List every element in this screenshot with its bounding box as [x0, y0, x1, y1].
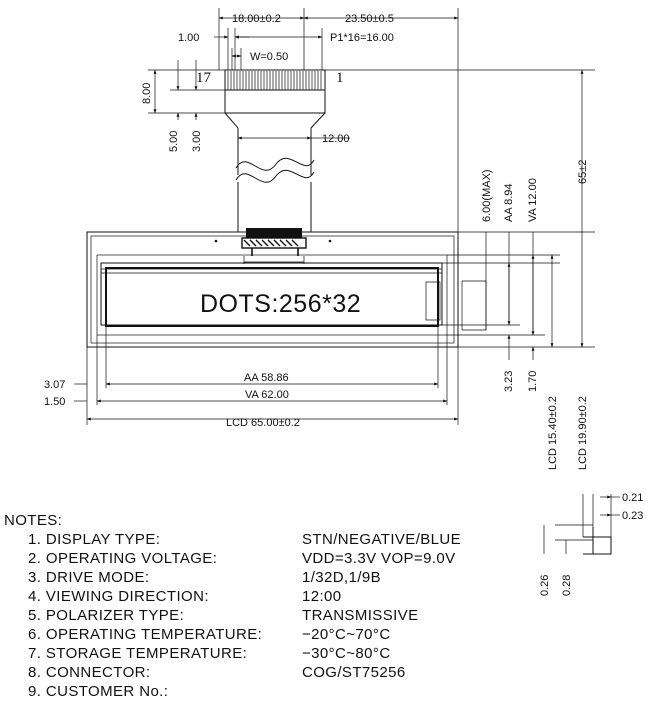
- note-label: 8. CONNECTOR:: [28, 664, 150, 681]
- dim-left-margin: 1.00: [178, 32, 199, 44]
- dim-dot-026: 0.26: [539, 575, 551, 596]
- note-value: 12:00: [302, 588, 342, 605]
- dim-lcd-width: LCD 65.00±0.2: [226, 417, 300, 429]
- dim-aa-width: AA 58.86: [244, 372, 289, 384]
- dim-bottom-170: 1.70: [527, 371, 539, 392]
- right-dimensions: 65±2 6.00(MAX) AA 8.94 VA 12.00 3.23 1.7…: [311, 69, 595, 470]
- notes-title: NOTES:: [4, 512, 62, 529]
- dim-thickness: 6.00(MAX): [481, 169, 493, 222]
- note-label: 9. CUSTOMER No.:: [28, 683, 168, 700]
- dim-lcd-total: LCD 19.90±0.2: [577, 396, 589, 470]
- dim-top-width: 18.00±0.2: [232, 13, 281, 25]
- display-label: DOTS:256*32: [200, 290, 361, 318]
- pin-label-1: 1: [336, 70, 344, 86]
- pin-label-17: 17: [196, 70, 212, 86]
- note-value: STN/NEGATIVE/BLUE: [302, 531, 461, 548]
- dim-bottom-323: 3.23: [503, 371, 515, 392]
- dim-va-height: VA 12.00: [527, 178, 539, 222]
- dim-edge-150: 1.50: [44, 396, 65, 408]
- dim-pin-width: W=0.50: [250, 51, 288, 63]
- dim-dot-028: 0.28: [561, 575, 573, 596]
- dim-edge-307: 3.07: [44, 379, 65, 391]
- dim-fpc-width: 12.00: [322, 133, 350, 145]
- dim-fpc-8: 8.00: [141, 83, 153, 104]
- note-label: 3. DRIVE MODE:: [28, 569, 149, 586]
- dim-fpc-5: 5.00: [168, 131, 180, 152]
- note-label: 5. POLARIZER TYPE:: [28, 607, 184, 624]
- top-dimensions: 18.00±0.2 23.50±0.5 1.00 P1*16=16.00 W=0…: [178, 8, 459, 232]
- note-label: 2. OPERATING VOLTAGE:: [28, 550, 217, 567]
- dim-lcd-height: LCD 15.40±0.2: [547, 396, 559, 470]
- lcd-module: DOTS:256*32: [86, 231, 487, 348]
- connector-pins: [225, 71, 325, 91]
- notes-list: 1. DISPLAY TYPE: STN/NEGATIVE/BLUE 2. OP…: [28, 531, 461, 700]
- dim-fpc-3: 3.00: [191, 131, 203, 152]
- note-value: 1/32D,1/9B: [302, 569, 381, 586]
- dot-detail: 0.21 0.23 0.26 0.28: [539, 492, 643, 596]
- fpc-left-dimensions: 8.00 5.00 3.00 12.00: [141, 60, 350, 152]
- dim-dot-023: 0.23: [622, 510, 643, 522]
- dim-pitch: P1*16=16.00: [330, 32, 394, 44]
- note-value: −30°C~80°C: [302, 645, 391, 662]
- dim-va-width: VA 62.00: [245, 389, 289, 401]
- note-value: TRANSMISSIVE: [302, 607, 419, 624]
- notes: NOTES: 1. DISPLAY TYPE: STN/NEGATIVE/BLU…: [4, 512, 461, 700]
- dim-dot-021: 0.21: [622, 492, 643, 504]
- note-value: VDD=3.3V VOP=9.0V: [302, 550, 456, 567]
- dim-top-offset: 23.50±0.5: [345, 13, 394, 25]
- dim-overall-height: 65±2: [577, 160, 589, 184]
- note-label: 1. DISPLAY TYPE:: [28, 531, 160, 548]
- bottom-dimensions: AA 58.86 VA 62.00 LCD 65.00±0.2 3.07 1.5…: [44, 326, 459, 429]
- fpc-connector: [224, 69, 326, 256]
- note-label: 7. STORAGE TEMPERATURE:: [28, 645, 247, 662]
- note-value: −20°C~70°C: [302, 626, 391, 643]
- note-label: 6. OPERATING TEMPERATURE:: [28, 626, 262, 643]
- note-value: COG/ST75256: [302, 664, 406, 681]
- note-label: 4. VIEWING DIRECTION:: [28, 588, 209, 605]
- dim-aa-height: AA 8.94: [503, 183, 515, 222]
